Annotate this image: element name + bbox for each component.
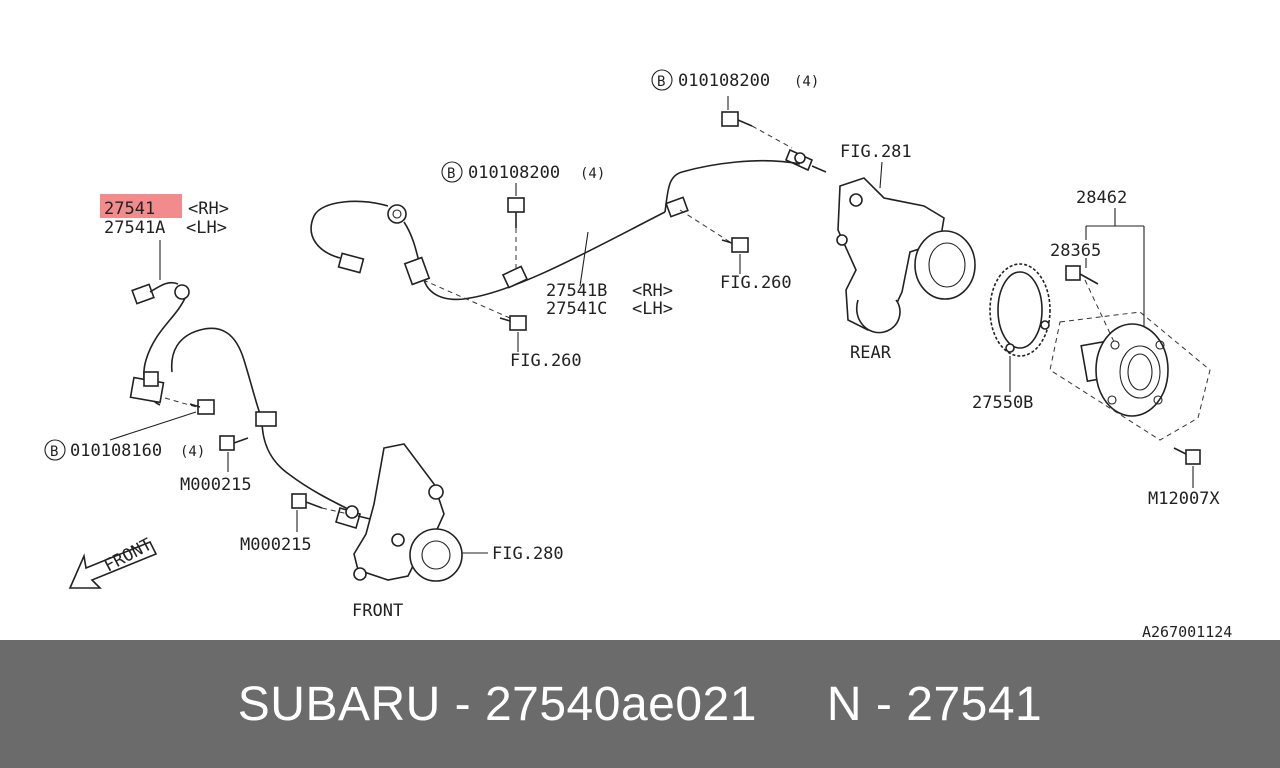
b-circle-harness	[441, 161, 463, 183]
callout-28365[interactable]: 28365	[1050, 241, 1101, 261]
callout-28462[interactable]: 28462	[1076, 188, 1127, 208]
callout-010108200-harness[interactable]: 010108200	[468, 163, 560, 183]
parts-diagram: 27541 <RH> 27541A <LH> B 010108160 (4) M…	[44, 69, 1232, 640]
front-abs-sensor	[129, 281, 375, 529]
front-knuckle	[353, 443, 463, 582]
callout-27541a[interactable]: 27541A	[104, 218, 165, 238]
bolt-28365	[1065, 265, 1099, 285]
bolt-010108160	[189, 399, 215, 415]
bolt-010108200-harness	[507, 197, 525, 228]
callout-27541[interactable]: 27541	[104, 199, 155, 219]
tone-ring-27550b	[989, 263, 1051, 357]
bolt-m000215-a	[219, 435, 249, 451]
b-harness: B	[447, 166, 455, 182]
front-direction-arrow-icon	[68, 540, 158, 589]
callout-m000215-b[interactable]: M000215	[240, 535, 312, 555]
callout-010108160[interactable]: 010108160	[70, 441, 162, 461]
callout-fig280[interactable]: FIG.280	[492, 544, 564, 564]
brand-part-number: SUBARU - 27540ae021	[237, 677, 757, 731]
screw-m12007x	[1173, 447, 1201, 465]
b-circle-rear	[651, 69, 673, 91]
callout-27541-rh: <RH>	[188, 199, 229, 219]
callout-27541c[interactable]: 27541C	[546, 299, 607, 319]
bolt-fig260-a	[499, 315, 527, 331]
callout-27541c-lh: <LH>	[632, 299, 673, 319]
rear-knuckle	[836, 177, 976, 334]
callout-010108200-harness-qty: (4)	[580, 166, 605, 182]
label-rear-knuckle: REAR	[850, 343, 892, 363]
footer-text: SUBARU - 27540ae021 N - 27541	[0, 640, 1280, 768]
callout-m000215-a[interactable]: M000215	[180, 475, 252, 495]
b-rear: B	[657, 74, 665, 90]
callout-010108200-rear-qty: (4)	[794, 74, 819, 90]
callout-fig281[interactable]: FIG.281	[840, 142, 912, 162]
callout-fig260-b[interactable]: FIG.260	[720, 273, 792, 293]
callout-010108160-qty: (4)	[180, 444, 205, 460]
callout-27541b[interactable]: 27541B	[546, 281, 607, 301]
bolt-fig260-b	[721, 237, 749, 253]
bolt-m000215-b	[291, 493, 323, 509]
highlight-27541	[100, 194, 182, 218]
reference-code: A267001124	[1142, 623, 1232, 640]
hub-28462	[1080, 323, 1169, 417]
callout-010108200-rear[interactable]: 010108200	[678, 71, 770, 91]
label-front-knuckle: FRONT	[352, 601, 403, 621]
callout-27541a-lh: <LH>	[186, 218, 227, 238]
footer-banner: SUBARU - 27540ae021 N - 27541	[0, 640, 1280, 768]
callout-27550b[interactable]: 27550B	[972, 393, 1033, 413]
callout-m12007x[interactable]: M12007X	[1148, 489, 1220, 509]
callout-fig260-a[interactable]: FIG.260	[510, 351, 582, 371]
callout-27541b-rh: <RH>	[632, 281, 673, 301]
bolt-010108200-rear	[721, 111, 753, 127]
arrow-front-label: FRONT	[101, 535, 156, 577]
b-front: B	[50, 444, 58, 460]
b-circle-front	[44, 439, 66, 461]
catalog-number: N - 27541	[826, 677, 1043, 731]
